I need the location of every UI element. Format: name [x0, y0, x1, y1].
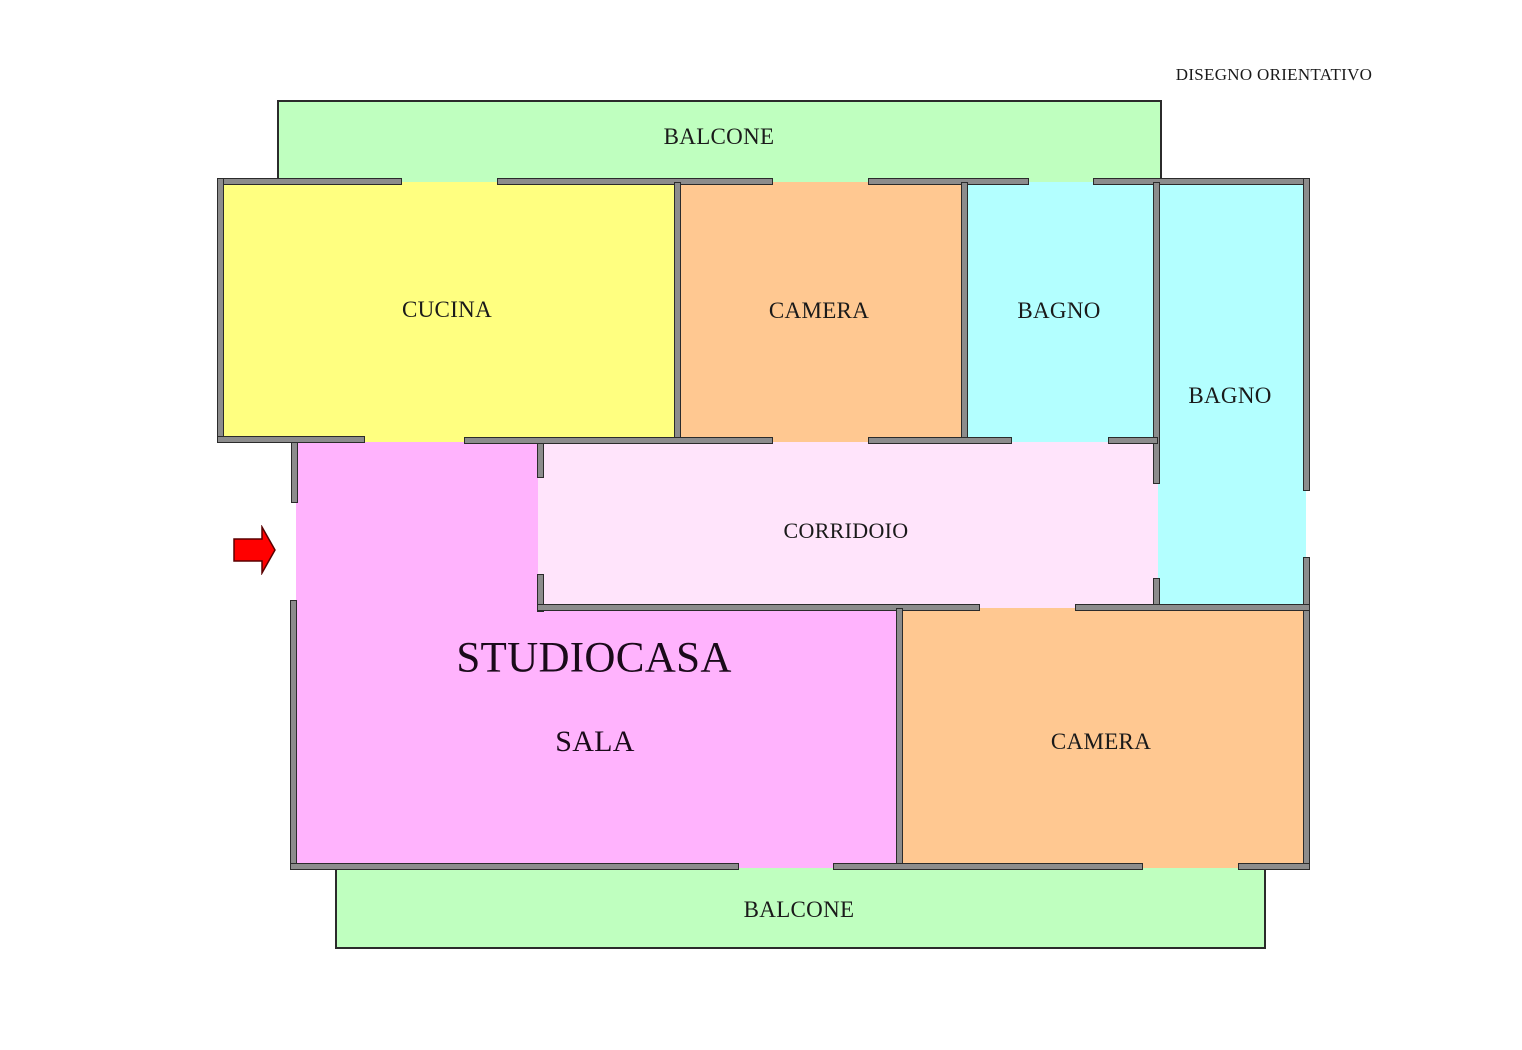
room-bagno-1 — [965, 182, 1158, 442]
wall — [291, 442, 298, 503]
room-label-cucina: CUCINA — [402, 297, 492, 322]
room-camera-bottom — [900, 608, 1306, 868]
wall — [1153, 182, 1160, 484]
wall — [1238, 863, 1310, 870]
wall — [537, 574, 544, 612]
wall — [961, 182, 968, 440]
wall — [674, 182, 681, 444]
drawing-note: DISEGNO ORIENTATIVO — [1175, 65, 1373, 84]
wall — [217, 178, 224, 443]
room-label-sala: SALA — [555, 725, 635, 758]
arrow-right-icon — [233, 525, 276, 575]
wall — [537, 604, 980, 611]
wall — [1075, 604, 1310, 611]
wall — [537, 443, 544, 478]
wall — [868, 178, 1029, 185]
room-sala — [296, 442, 538, 610]
wall — [1108, 437, 1158, 444]
wall — [290, 600, 297, 870]
wall — [833, 863, 1143, 870]
wall — [1303, 178, 1310, 491]
wall — [217, 178, 402, 185]
room-balcone-bottom — [335, 868, 1266, 949]
room-label-bagno-1: BAGNO — [1017, 298, 1101, 323]
wall — [868, 437, 1012, 444]
room-label-camera-bottom: CAMERA — [1050, 729, 1152, 754]
wall — [497, 178, 773, 185]
room-corridoio — [538, 442, 1158, 610]
room-label-corridoio: CORRIDOIO — [783, 518, 909, 543]
wall — [1093, 178, 1310, 185]
room-sala-lower — [296, 608, 900, 868]
room-cucina — [222, 182, 677, 442]
brand-watermark: STUDIOCASA — [456, 634, 732, 682]
room-label-balcone-bottom: BALCONE — [743, 897, 855, 922]
wall — [290, 863, 739, 870]
room-label-camera-top: CAMERA — [768, 298, 870, 323]
room-balcone-top — [277, 100, 1162, 182]
wall — [464, 437, 773, 444]
room-camera-top — [677, 182, 965, 442]
wall — [896, 608, 903, 868]
room-label-balcone-top: BALCONE — [663, 124, 775, 149]
room-label-bagno-2: BAGNO — [1188, 383, 1272, 408]
room-bagno-2 — [1158, 182, 1306, 610]
